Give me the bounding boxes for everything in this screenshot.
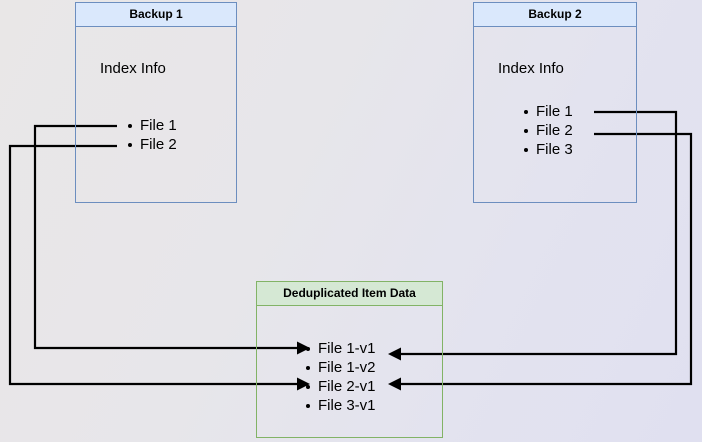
list-item[interactable]: File 1-v1 <box>305 339 376 358</box>
list-item[interactable]: File 3-v1 <box>305 396 376 415</box>
backup-2-index-info-label: Index Info <box>498 60 564 77</box>
list-item[interactable]: File 2-v1 <box>305 377 376 396</box>
dedup-item-list: File 1-v1 File 1-v2 File 2-v1 File 3-v1 <box>305 339 376 415</box>
list-item[interactable]: File 2 <box>523 121 573 140</box>
backup-2-box[interactable]: Backup 2 Index Info File 1 File 2 File 3 <box>473 2 637 203</box>
backup-1-box[interactable]: Backup 1 Index Info File 1 File 2 <box>75 2 237 203</box>
edge-backup2-file2-to-file2v1 <box>388 132 693 391</box>
backup-2-file-list: File 1 File 2 File 3 <box>523 102 573 159</box>
edge-backup1-file1-to-file1v1 <box>33 124 310 355</box>
list-item[interactable]: File 1 <box>127 116 177 135</box>
backup-1-title: Backup 1 <box>75 2 237 27</box>
list-item[interactable]: File 3 <box>523 140 573 159</box>
edge-backup2-file1-to-file1v2 <box>388 110 678 361</box>
backup-1-file-list: File 1 File 2 <box>127 116 177 154</box>
deduplicated-item-data-box[interactable]: Deduplicated Item Data File 1-v1 File 1-… <box>256 281 443 438</box>
backup-1-body: Index Info File 1 File 2 <box>75 27 237 203</box>
deduplicated-item-data-body: File 1-v1 File 1-v2 File 2-v1 File 3-v1 <box>256 306 443 438</box>
deduplicated-item-data-title: Deduplicated Item Data <box>256 281 443 306</box>
list-item[interactable]: File 1-v2 <box>305 358 376 377</box>
backup-2-title: Backup 2 <box>473 2 637 27</box>
edge-backup1-file2-to-file2v1 <box>8 144 310 391</box>
backup-2-body: Index Info File 1 File 2 File 3 <box>473 27 637 203</box>
list-item[interactable]: File 1 <box>523 102 573 121</box>
backup-1-index-info-label: Index Info <box>100 60 166 77</box>
list-item[interactable]: File 2 <box>127 135 177 154</box>
